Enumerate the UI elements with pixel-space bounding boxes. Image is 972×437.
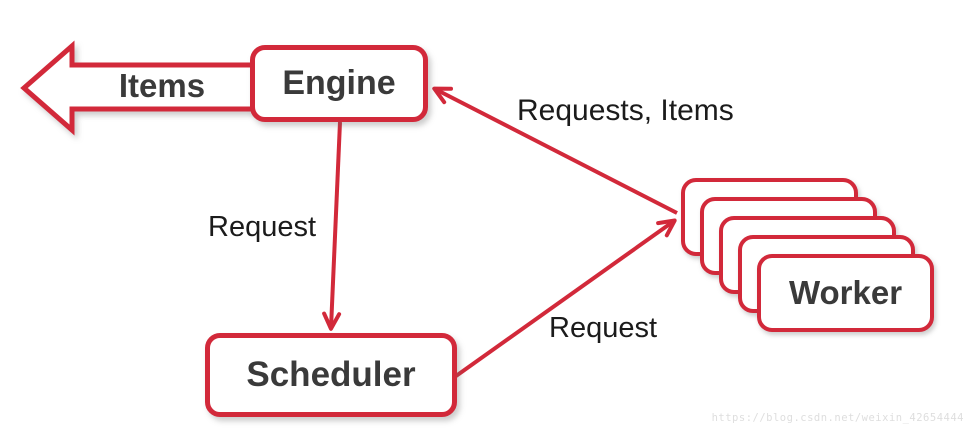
scheduler-label: Scheduler [246,355,416,394]
scheduler-to-worker-label: Request [549,312,658,344]
worker-label: Worker [788,274,903,311]
edge-scheduler-to-worker [454,218,677,378]
worker-node: Worker [757,254,934,332]
engine-to-scheduler-label: Request [208,211,317,243]
worker-to-engine-label: Requests, Items [517,94,734,127]
edge-engine-to-scheduler [322,121,342,331]
engine-node: Engine [250,45,428,122]
items-output-label: Items [118,67,206,104]
scheduler-node: Scheduler [205,333,457,417]
edge-worker-to-engine [432,86,678,215]
engine-label: Engine [282,64,396,102]
watermark-url: https://blog.csdn.net/weixin_42654444 [711,412,964,424]
